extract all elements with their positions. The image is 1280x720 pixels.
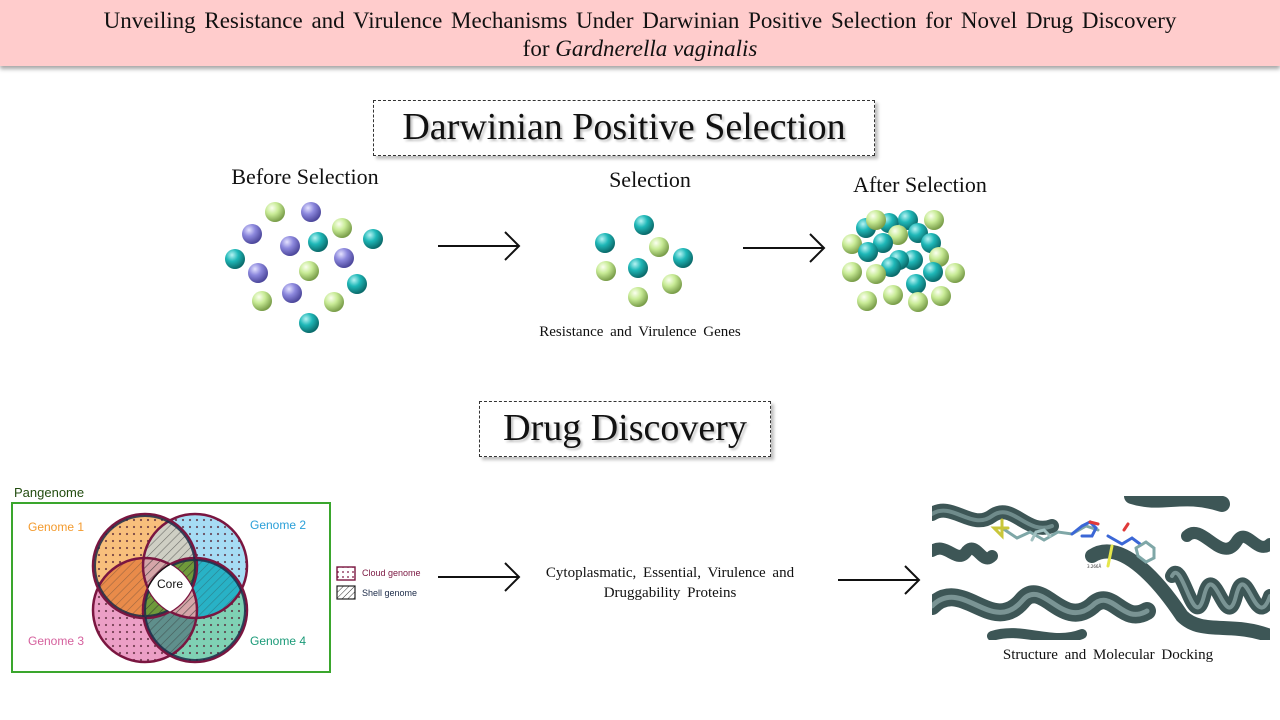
pangenome-frame (11, 502, 331, 673)
selection-spheres (595, 215, 693, 307)
genome-2-label: Genome 2 (250, 518, 307, 532)
arrow-proteins-to-docking (838, 565, 921, 595)
selection-caption: Resistance and Virulence Genes (539, 324, 741, 340)
arrow-pangenome-to-proteins (438, 562, 521, 592)
genome-3-label: Genome 3 (28, 634, 85, 648)
section-heading-selection: Darwinian Positive Selection (373, 100, 875, 156)
before-selection-spheres (225, 202, 383, 333)
shell-genome-swatch (336, 585, 356, 600)
species-name: Gardnerella vaginalis (555, 36, 758, 61)
core-label: Core (156, 577, 183, 591)
pangenome-venn-diagram (91, 512, 249, 664)
cloud-genome-swatch (336, 566, 356, 581)
genome-1-label: Genome 1 (28, 520, 85, 534)
proteins-caption-line-2: Druggability Proteins (603, 585, 737, 601)
arrow-selection-to-after (743, 233, 826, 263)
title-line-2: for Gardnerella vaginalis (0, 36, 1280, 62)
selection-diagram (225, 202, 965, 333)
stage-label-after: After Selection (853, 172, 987, 197)
stage-label-selection: Selection (609, 167, 691, 192)
docking-distance-label: 3.266Å (1087, 564, 1101, 569)
molecular-docking-structure: 3.266Å (932, 496, 1270, 640)
pangenome-legend-swatches (336, 566, 356, 600)
docking-caption: Structure and Molecular Docking (1002, 647, 1214, 663)
legend-cloud-genome: Cloud genome (362, 568, 421, 578)
after-selection-spheres (842, 210, 965, 312)
genome-4-label: Genome 4 (250, 634, 307, 648)
legend-shell-genome: Shell genome (362, 588, 418, 598)
stage-label-before: Before Selection (231, 164, 379, 189)
title-line-2-prefix: for (522, 36, 556, 61)
proteins-caption: Cytoplasmatic, Essential, Virulence and … (520, 563, 820, 603)
title-line-1: Unveiling Resistance and Virulence Mecha… (103, 8, 1177, 33)
title-banner: Unveiling Resistance and Virulence Mecha… (0, 0, 1280, 66)
section-heading-drug-discovery: Drug Discovery (479, 401, 771, 457)
docked-ligand (990, 518, 1156, 568)
proteins-caption-line-1: Cytoplasmatic, Essential, Virulence and (545, 565, 795, 581)
arrow-before-to-selection (438, 231, 521, 261)
pangenome-label: Pangenome (14, 485, 85, 500)
